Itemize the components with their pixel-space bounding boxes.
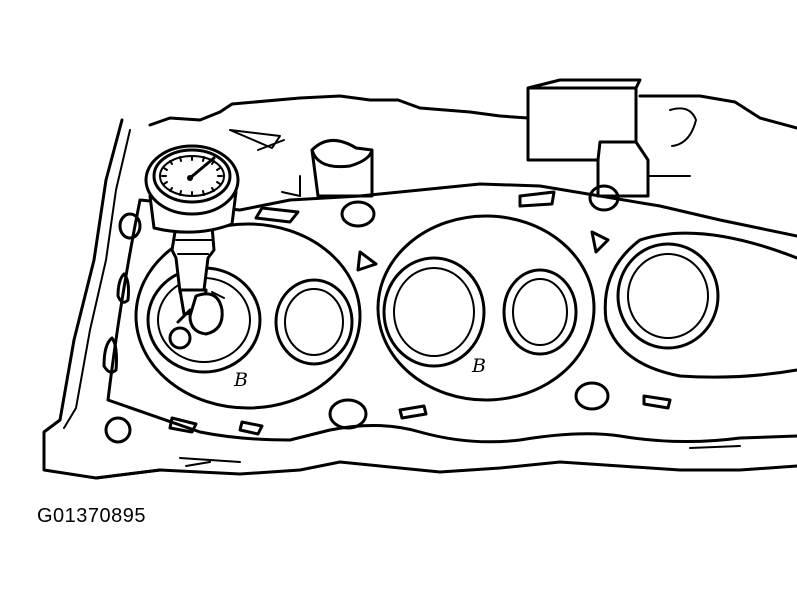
cam-bearing-block [526,78,650,198]
head-bolt-hole [118,212,142,240]
combustion-chamber-3 [603,231,797,379]
exhaust-valve-seat-1 [274,278,354,366]
head-bottom-edge [94,460,797,480]
exhaust-valve-seat-2 [502,268,578,356]
figure-id-label: G01370895 [37,505,147,527]
callout-label-chamber-1: B [233,369,248,391]
coolant-passage [168,416,198,434]
lifter-rim [281,175,301,197]
head-bolt-hole [104,416,132,444]
coolant-passage [642,394,672,410]
head-bolt-hole [588,184,620,212]
head-bolt-hole [340,200,376,228]
coolant-passage [398,404,428,420]
intake-valve-seat-2 [382,256,486,368]
cam-bearing-detail [647,107,697,177]
head-bolt-hole [328,398,368,430]
coolant-passage [102,336,118,374]
cylinder-head-top-edge [148,94,797,130]
intake-valve-seat-3-inner [627,253,709,339]
lifter-bore [310,139,374,198]
coolant-passage [116,272,130,304]
coolant-passage [590,230,610,254]
head-bolt-hole [574,381,610,411]
combustion-chamber-1 [134,222,362,410]
dial-indicator-icon [144,144,240,350]
head-bottom-inner [179,445,741,467]
head-left-inner [63,129,131,429]
coolant-passage [356,250,378,272]
combustion-chamber-2 [376,214,596,402]
deck-slot [257,139,285,151]
deck-slot [229,129,281,149]
coolant-passage [254,206,300,224]
intake-valve-seat-2-inner [393,267,475,357]
intake-valve-seat-3 [616,242,720,350]
head-left-side [42,118,162,480]
coolant-passage [238,420,264,436]
exhaust-valve-seat-2-inner [512,278,568,346]
deck-surface-outline [106,182,797,444]
exhaust-valve-seat-1-inner [284,288,344,356]
coolant-passage [518,190,556,208]
callout-label-chamber-2: B [471,355,486,377]
